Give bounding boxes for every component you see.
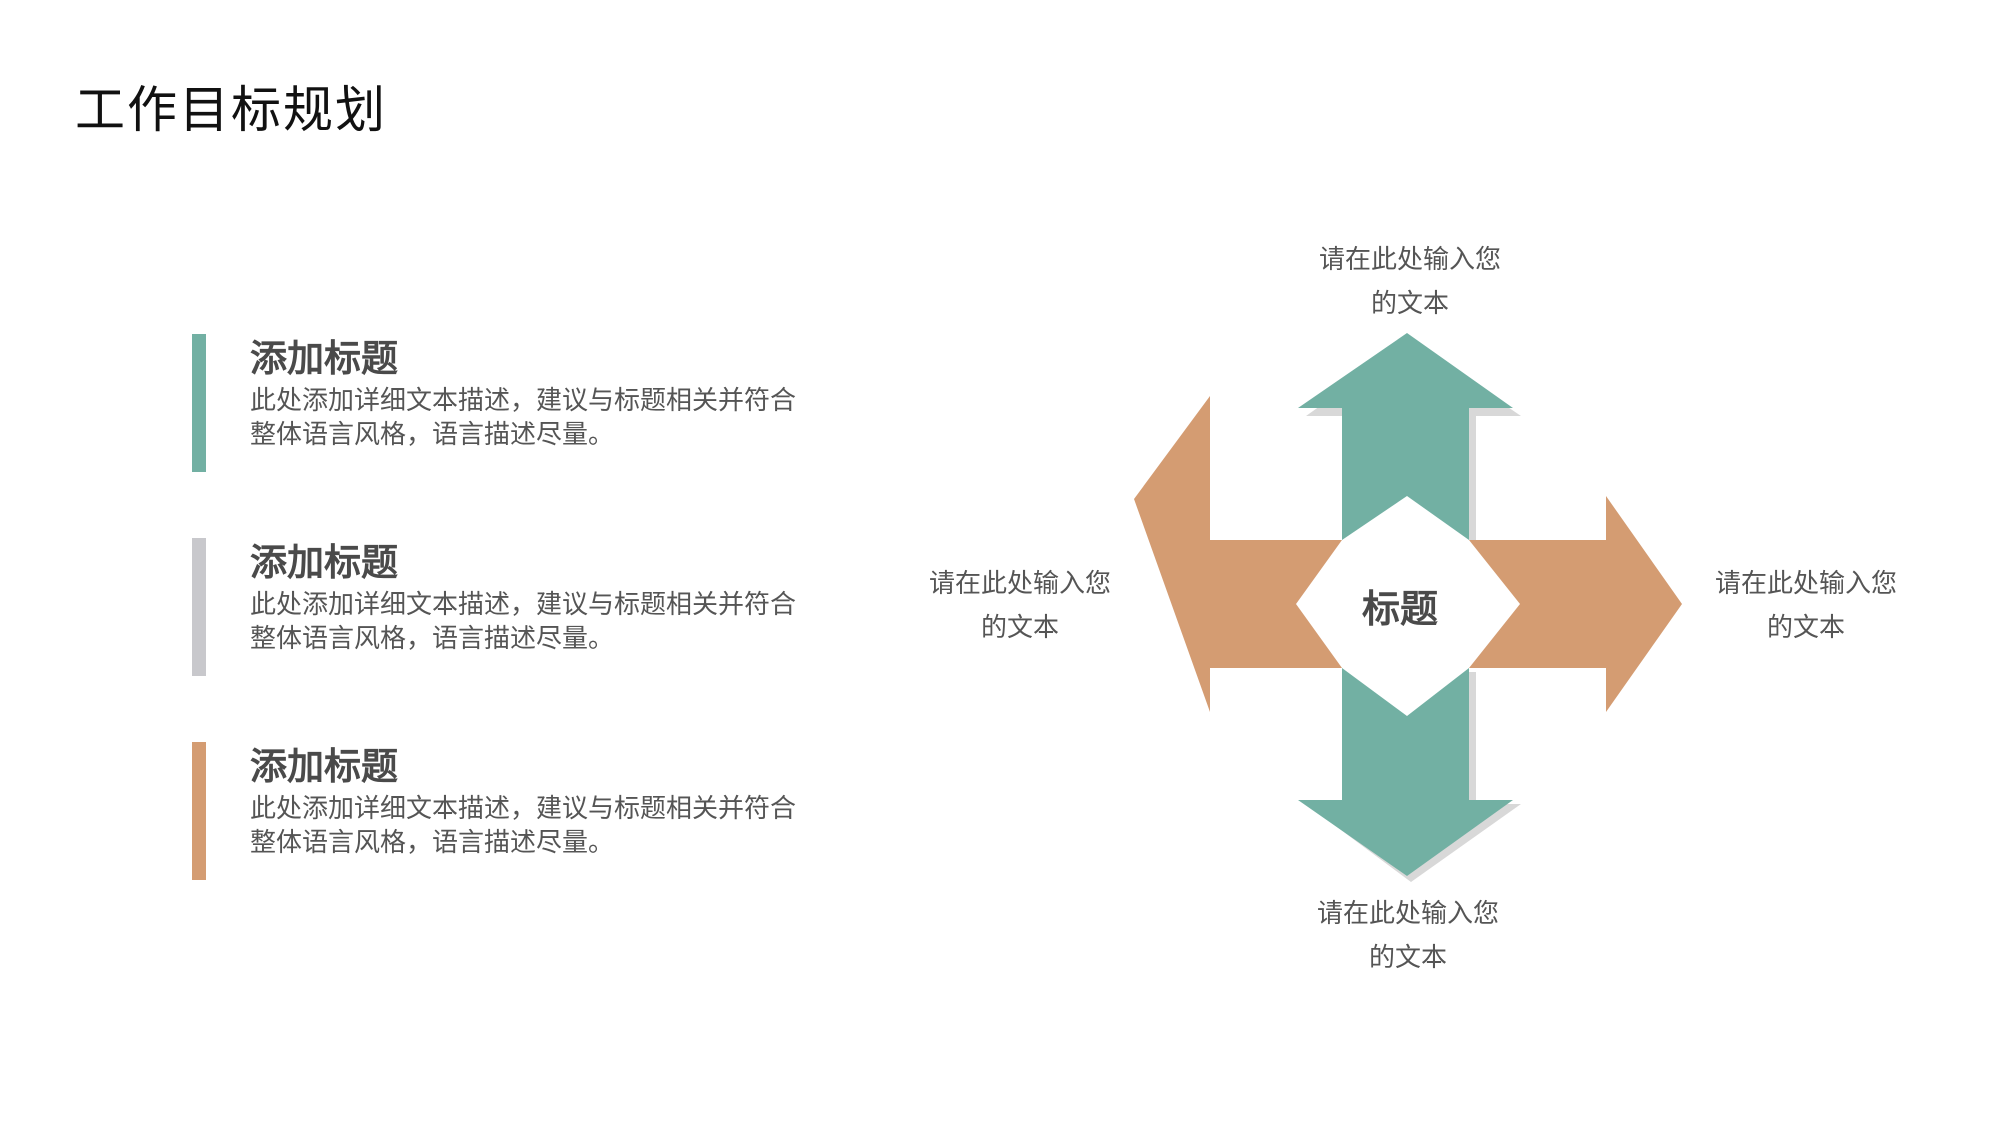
- accent-bar: [192, 742, 206, 880]
- block-description: 此处添加详细文本描述，建议与标题相关并符合 整体语言风格，语言描述尽量。: [250, 588, 890, 656]
- center-shape: [1296, 496, 1520, 716]
- block-heading: 添加标题: [250, 337, 398, 380]
- description-line: 此处添加详细文本描述，建议与标题相关并符合: [250, 794, 797, 824]
- text-line: 请在此处输入您: [928, 569, 1111, 599]
- description-line: 此处添加详细文本描述，建议与标题相关并符合: [250, 590, 797, 620]
- top-text: 请在此处输入您 的文本: [1290, 238, 1530, 326]
- content-block-2: 添加标题 此处添加详细文本描述，建议与标题相关并符合 整体语言风格，语言描述尽量…: [192, 538, 892, 678]
- text-line: 请在此处输入您: [1316, 899, 1499, 929]
- content-block-3: 添加标题 此处添加详细文本描述，建议与标题相关并符合 整体语言风格，语言描述尽量…: [192, 742, 892, 882]
- accent-bar: [192, 334, 206, 472]
- center-title: 标题: [1361, 587, 1438, 631]
- text-line: 请在此处输入您: [1318, 245, 1501, 275]
- page-title: 工作目标规划: [75, 81, 387, 139]
- bottom-text: 请在此处输入您 的文本: [1288, 892, 1528, 980]
- block-description: 此处添加详细文本描述，建议与标题相关并符合 整体语言风格，语言描述尽量。: [250, 384, 890, 452]
- arrow-left: [1134, 396, 1342, 712]
- arrow-right: [1469, 496, 1682, 712]
- block-heading: 添加标题: [250, 745, 398, 788]
- content-block-1: 添加标题 此处添加详细文本描述，建议与标题相关并符合 整体语言风格，语言描述尽量…: [192, 334, 892, 474]
- text-line: 的文本: [1370, 289, 1449, 319]
- text-line: 请在此处输入您: [1714, 569, 1897, 599]
- text-line: 的文本: [980, 613, 1059, 643]
- text-line: 的文本: [1368, 943, 1447, 973]
- description-line: 整体语言风格，语言描述尽量。: [250, 624, 615, 654]
- arrow-down: [1298, 668, 1513, 876]
- accent-bar: [192, 538, 206, 676]
- block-description: 此处添加详细文本描述，建议与标题相关并符合 整体语言风格，语言描述尽量。: [250, 792, 890, 860]
- left-text: 请在此处输入您 的文本: [900, 562, 1140, 650]
- arrow-up: [1298, 333, 1513, 540]
- block-heading: 添加标题: [250, 541, 398, 584]
- right-text: 请在此处输入您 的文本: [1686, 562, 1926, 650]
- description-line: 此处添加详细文本描述，建议与标题相关并符合: [250, 386, 797, 416]
- description-line: 整体语言风格，语言描述尽量。: [250, 420, 615, 450]
- description-line: 整体语言风格，语言描述尽量。: [250, 828, 615, 858]
- text-line: 的文本: [1766, 613, 1845, 643]
